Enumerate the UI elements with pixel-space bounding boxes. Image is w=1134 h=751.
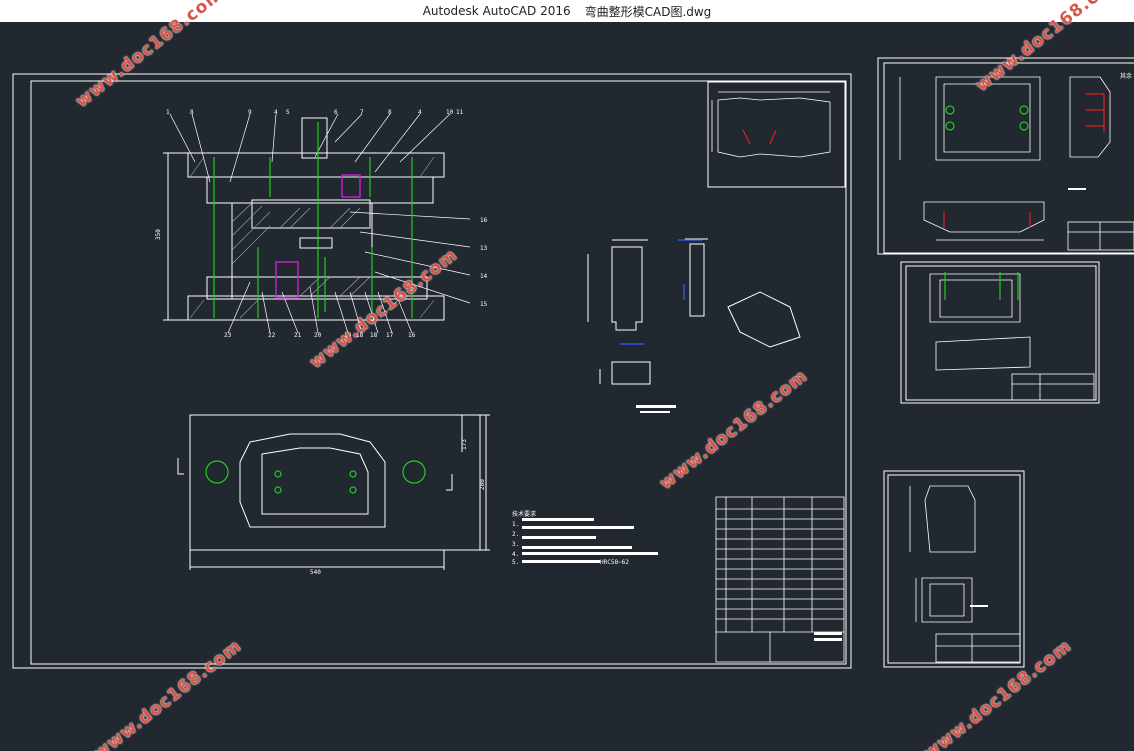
svg-text:1.: 1. (512, 521, 519, 528)
plan-view (177, 414, 490, 570)
svg-text:20: 20 (314, 332, 322, 339)
assembly-section-view (163, 113, 471, 334)
sheet-outer-border (12, 73, 852, 669)
svg-text:14: 14 (480, 273, 488, 280)
svg-text:8: 8 (388, 109, 392, 116)
svg-text:7: 7 (360, 109, 364, 116)
sheet-2-content (899, 76, 1134, 251)
svg-text:4: 4 (418, 109, 422, 116)
title-bar: Autodesk AutoCAD 2016 弯曲整形模CAD图.dwg (0, 0, 1134, 22)
svg-text:15: 15 (480, 301, 488, 308)
svg-text:HRC58~62: HRC58~62 (600, 559, 629, 566)
svg-text:22: 22 (268, 332, 276, 339)
svg-text:540: 540 (310, 569, 321, 576)
svg-text:1: 1 (166, 109, 170, 116)
sheet-4-outer (883, 470, 1025, 668)
red-markers (742, 93, 1105, 228)
section-accents (275, 174, 361, 299)
svg-text:4: 4 (274, 109, 278, 116)
part-views (587, 238, 801, 385)
svg-text:16: 16 (480, 217, 488, 224)
svg-text:技术要求: 技术要求 (512, 510, 536, 518)
sheet-3-inner (905, 265, 1097, 401)
sheet-inner-border (30, 80, 847, 665)
blue-markers (620, 239, 702, 345)
svg-text:6: 6 (334, 109, 338, 116)
svg-text:16: 16 (408, 332, 416, 339)
svg-text:11: 11 (456, 109, 464, 116)
detail-view-content (711, 91, 831, 158)
svg-text:10: 10 (446, 109, 454, 116)
text-lines (522, 188, 1086, 641)
sheet-4-inner (887, 474, 1021, 664)
file-name: 弯曲整形模CAD图.dwg (584, 4, 712, 19)
svg-text:19: 19 (344, 332, 352, 339)
svg-text:17: 17 (386, 332, 394, 339)
svg-text:21: 21 (294, 332, 302, 339)
sheet-2-outer (877, 57, 1134, 255)
svg-text:18: 18 (356, 332, 364, 339)
svg-text:4.: 4. (512, 551, 519, 558)
detail-view-box (707, 81, 846, 188)
center-lines (205, 105, 1029, 494)
svg-text:18: 18 (370, 332, 378, 339)
sheet-3-content (929, 273, 1095, 401)
sheet-4-content (909, 485, 1021, 663)
app-title: Autodesk AutoCAD 2016 (422, 4, 571, 18)
svg-text:5.: 5. (512, 559, 519, 566)
svg-text:8: 8 (190, 109, 194, 116)
title-block (715, 496, 845, 663)
svg-text:13: 13 (480, 245, 488, 252)
svg-text:3.: 3. (512, 541, 519, 548)
svg-text:2.: 2. (512, 531, 519, 538)
svg-text:其余: 其余 (1120, 72, 1132, 80)
svg-text:5: 5 (286, 109, 290, 116)
svg-text:23: 23 (224, 332, 232, 339)
sheet-2-inner (883, 62, 1134, 254)
svg-text:9: 9 (248, 109, 252, 116)
svg-text:173: 173 (461, 439, 468, 450)
svg-text:280: 280 (479, 479, 486, 490)
svg-text:350: 350 (155, 229, 162, 240)
sheet-3-outer (900, 261, 1100, 404)
